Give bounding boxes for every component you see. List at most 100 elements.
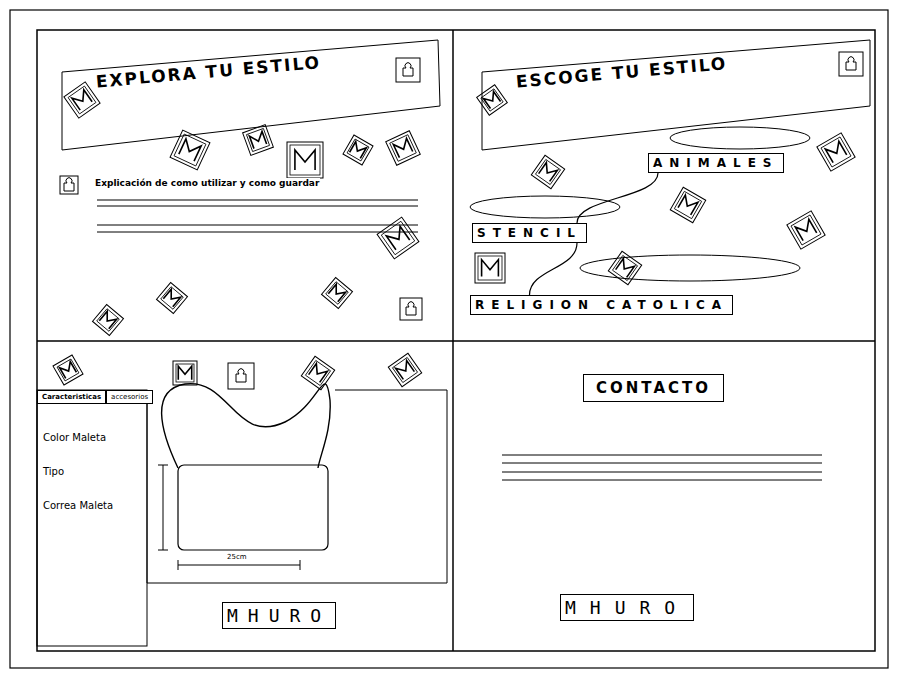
tile-inner <box>390 135 417 162</box>
text-line <box>502 463 822 464</box>
node-text: Caracteristicas <box>42 393 101 401</box>
text-line <box>97 232 418 233</box>
node-text: ESCOGE TU ESTILO <box>515 53 728 91</box>
node-text: MHURO <box>227 605 331 626</box>
logo-tile <box>53 355 83 385</box>
dimension-line <box>163 465 164 550</box>
tile-border <box>64 82 100 118</box>
tile-border <box>477 85 508 116</box>
banner-title: EXPLORA TU ESTILO <box>91 50 326 94</box>
logo-tile <box>386 131 421 166</box>
note-label: Color Maleta <box>42 432 107 443</box>
tile-border <box>531 155 564 188</box>
tile-border <box>386 131 421 166</box>
puzzle-icon <box>228 363 254 389</box>
panel-frame <box>37 30 875 651</box>
tile-inner <box>290 145 320 175</box>
tile-inner <box>57 359 79 381</box>
tile-inner <box>381 221 414 254</box>
dimension-tick <box>158 465 168 466</box>
logo-tile <box>287 142 323 178</box>
tile-border <box>170 130 210 170</box>
tile-border <box>388 353 421 386</box>
tile-border <box>322 278 353 309</box>
logo-m <box>350 142 367 159</box>
puzzle-piece <box>403 63 413 76</box>
text-line <box>502 472 822 473</box>
dimension-tick <box>178 560 179 570</box>
tile-border <box>475 253 505 283</box>
dimension-tick <box>300 560 301 570</box>
logo-m <box>539 163 558 182</box>
logo-m <box>163 289 180 306</box>
tile-border <box>343 135 373 165</box>
logo-m <box>179 139 201 161</box>
options-panel <box>37 390 147 646</box>
dimension-line <box>178 565 300 566</box>
text-line <box>502 480 822 481</box>
category-box: STENCIL <box>472 223 587 243</box>
puzzle-piece <box>846 57 856 70</box>
tile-inner <box>326 282 349 305</box>
tile-inner <box>176 364 194 382</box>
tile-inner <box>68 86 96 114</box>
tile-inner <box>478 256 502 280</box>
logo-m <box>396 361 415 380</box>
logo-m <box>99 311 116 328</box>
note-label: 25cm <box>226 553 248 561</box>
logo-m <box>295 150 315 170</box>
logo-box: MHURO <box>222 602 336 629</box>
puzzle-piece <box>236 369 246 382</box>
logo-m <box>616 259 635 278</box>
logo-box: MHURO <box>560 594 694 621</box>
tile-inner <box>791 215 821 245</box>
category-box: RELIGION CATOLICA <box>470 295 733 315</box>
logo-m <box>72 90 92 110</box>
tile-inner <box>174 134 206 166</box>
tile-border <box>377 217 419 259</box>
node-text: EXPLORA TU ESTILO <box>95 52 322 92</box>
logo-tile <box>787 211 825 249</box>
connector <box>577 173 658 223</box>
logo-m <box>825 141 846 162</box>
tile-inner <box>535 159 560 184</box>
logo-tile <box>475 253 505 283</box>
logo-tile <box>64 82 100 118</box>
logo-tile <box>322 278 353 309</box>
puzzle-piece <box>406 302 416 315</box>
tile-inner <box>392 357 417 382</box>
logo-tile <box>243 125 274 156</box>
banner-shape <box>482 40 870 150</box>
panel-divider <box>37 340 875 342</box>
bag-body <box>178 465 328 550</box>
text-line <box>97 225 418 226</box>
tile-inner <box>821 137 851 167</box>
tile-inner <box>246 128 269 151</box>
loop-outline <box>470 196 620 218</box>
tile-inner <box>97 309 120 332</box>
node-text: STENCIL <box>477 226 582 240</box>
tile-inner <box>305 360 330 385</box>
logo-tile <box>531 155 564 188</box>
tile-border <box>287 142 323 178</box>
tile-inner <box>481 89 503 111</box>
logo-tile <box>170 130 210 170</box>
note-label: Explicación de como utilizar y como guar… <box>94 178 320 188</box>
tile-inner <box>161 287 184 310</box>
tile-border <box>53 355 83 385</box>
logo-m <box>386 226 409 249</box>
connector <box>530 243 578 295</box>
dimension-tick <box>158 550 168 551</box>
text-line <box>97 206 418 207</box>
node-text: ANIMALES <box>653 156 779 170</box>
logo-tile <box>477 85 508 116</box>
logo-tile <box>343 135 373 165</box>
loop-outline <box>580 255 800 281</box>
tile-border <box>301 356 334 389</box>
logo-m <box>795 219 816 240</box>
note-label: Correa Maleta <box>42 500 114 511</box>
logo-m <box>178 366 191 379</box>
